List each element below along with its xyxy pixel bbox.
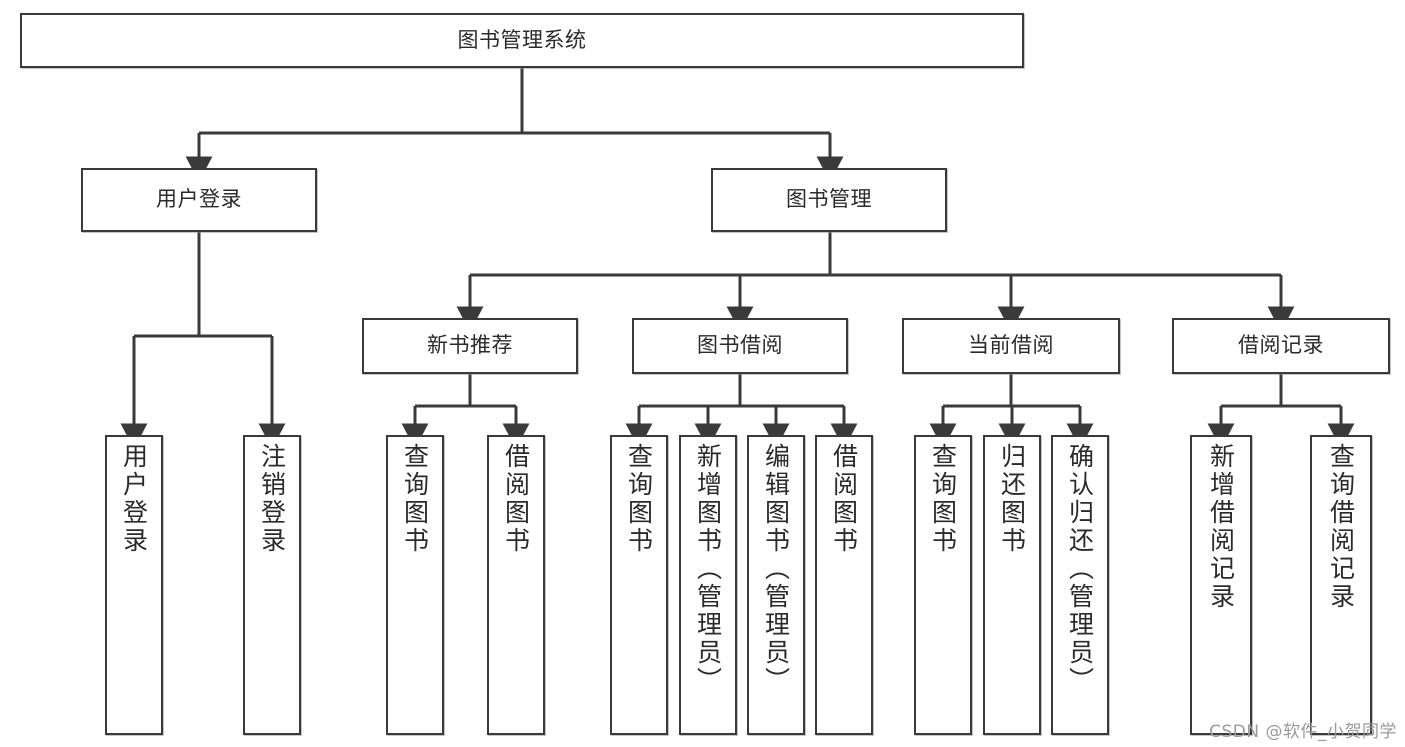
node-borrow-record[interactable]: 借阅记录 [1172,318,1390,374]
leaf-current-return-book-label: 归还图书 [997,443,1027,555]
leaf-borrow-query-book[interactable]: 查询图书 [610,435,668,735]
leaf-current-query-book[interactable]: 查询图书 [914,435,972,735]
leaf-user-logout-label: 注销登录 [257,443,287,555]
leaf-user-login-label: 用户登录 [119,443,149,555]
node-new-book-recommend[interactable]: 新书推荐 [362,318,578,374]
node-book-borrow[interactable]: 图书借阅 [632,318,848,374]
node-root[interactable]: 图书管理系统 [20,13,1024,68]
leaf-record-query-label: 查询借阅记录 [1326,443,1356,611]
node-book-management-module-label: 图书管理 [786,187,872,212]
leaf-borrow-query-book-label: 查询图书 [624,443,654,555]
leaf-new-query-book[interactable]: 查询图书 [386,435,444,735]
node-book-borrow-label: 图书借阅 [697,333,783,358]
leaf-record-add-label: 新增借阅记录 [1206,443,1236,611]
leaf-new-borrow-book-label: 借阅图书 [501,443,531,555]
watermark: CSDN @软件_小贺同学 [1209,722,1397,742]
node-user-login-module[interactable]: 用户登录 [81,168,317,232]
leaf-borrow-add-book[interactable]: 新增图书（管理员） [679,435,737,735]
node-user-login-module-label: 用户登录 [156,187,242,212]
leaf-user-login[interactable]: 用户登录 [105,435,163,735]
leaf-new-borrow-book[interactable]: 借阅图书 [487,435,545,735]
node-current-borrow[interactable]: 当前借阅 [902,318,1120,374]
leaf-current-confirm-return-label: 确认归还（管理员） [1065,443,1095,695]
leaf-borrow-edit-book[interactable]: 编辑图书（管理员） [747,435,805,735]
node-new-book-recommend-label: 新书推荐 [427,333,513,358]
node-borrow-record-label: 借阅记录 [1238,333,1324,358]
leaf-new-query-book-label: 查询图书 [400,443,430,555]
leaf-record-add[interactable]: 新增借阅记录 [1190,435,1252,735]
leaf-current-query-book-label: 查询图书 [928,443,958,555]
leaf-record-query[interactable]: 查询借阅记录 [1310,435,1372,735]
node-root-label: 图书管理系统 [457,27,587,52]
leaf-current-return-book[interactable]: 归还图书 [983,435,1041,735]
node-current-borrow-label: 当前借阅 [968,333,1054,358]
leaf-borrow-borrow-book-label: 借阅图书 [829,443,859,555]
leaf-borrow-edit-book-label: 编辑图书（管理员） [761,443,791,695]
leaf-user-logout[interactable]: 注销登录 [243,435,301,735]
leaf-current-confirm-return[interactable]: 确认归还（管理员） [1051,435,1109,735]
node-book-management-module[interactable]: 图书管理 [711,168,947,232]
leaf-borrow-borrow-book[interactable]: 借阅图书 [815,435,873,735]
leaf-borrow-add-book-label: 新增图书（管理员） [693,443,723,695]
